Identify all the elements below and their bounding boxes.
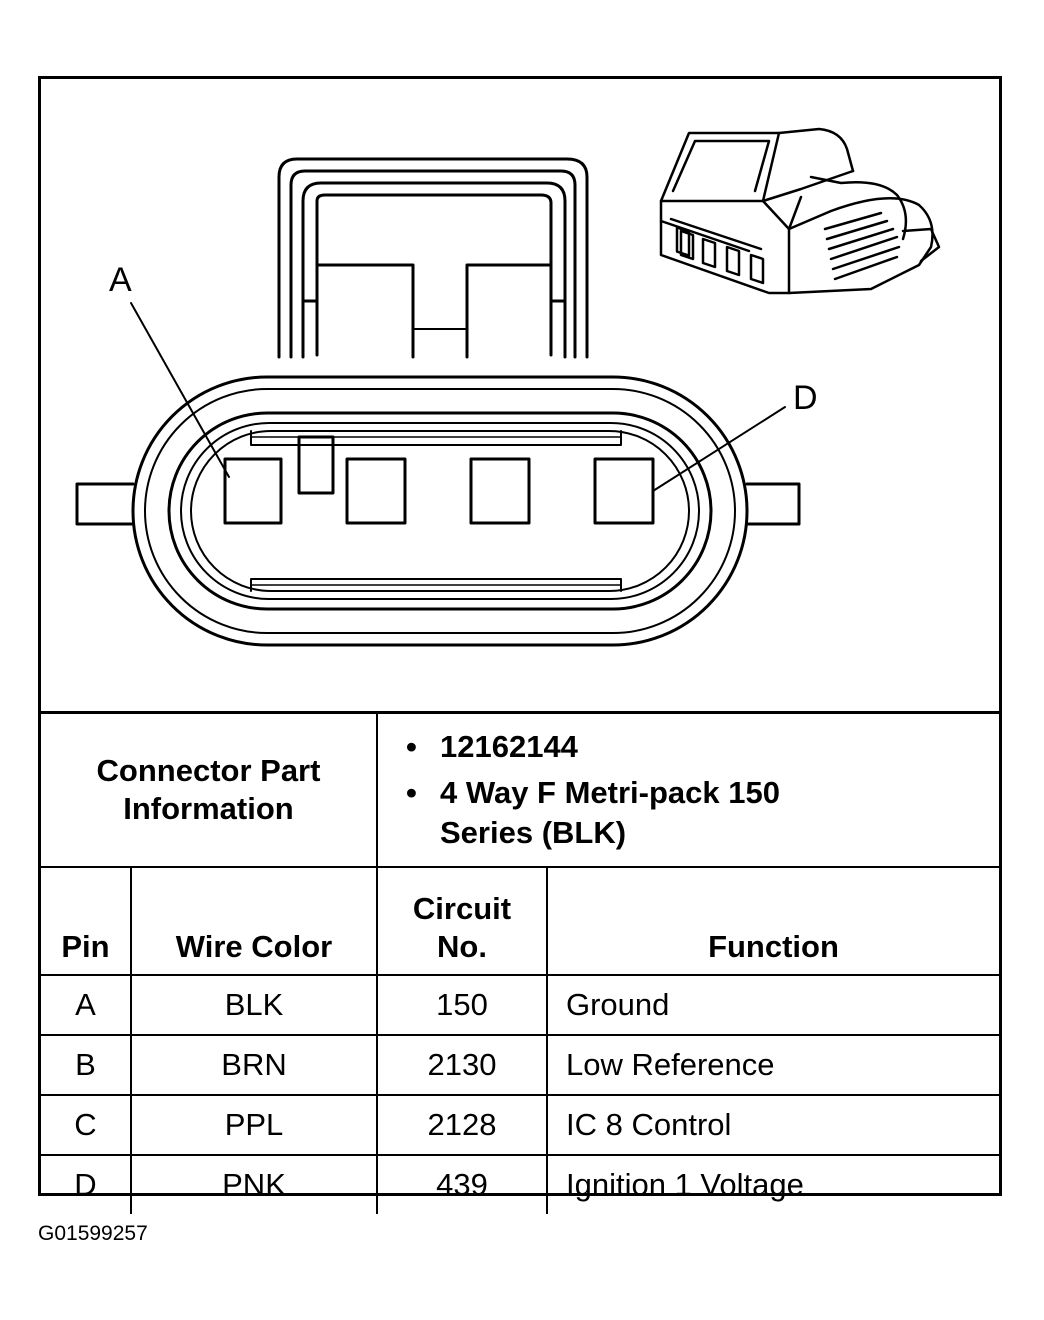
- pin-cell: B: [41, 1034, 132, 1096]
- pin-cell: A: [41, 974, 132, 1036]
- circuit-no-cell: 2128: [376, 1094, 548, 1156]
- function-cell: Ignition 1 Voltage: [546, 1154, 999, 1214]
- pin-cell: C: [41, 1094, 132, 1156]
- circuit-no-cell: 150: [376, 974, 548, 1036]
- figure-id: G01599257: [38, 1222, 148, 1245]
- callout-d: D: [793, 379, 818, 417]
- function-cell: Ground: [546, 974, 999, 1036]
- keying-post: [297, 435, 335, 495]
- wire-color-cell: PPL: [130, 1094, 378, 1156]
- leader-line-a: [130, 302, 230, 478]
- cavity-c: [469, 457, 531, 525]
- cavity-b: [345, 457, 407, 525]
- header-function: Function: [546, 866, 999, 976]
- function-cell: Low Reference: [546, 1034, 999, 1096]
- leader-line-d: [652, 406, 786, 492]
- wire-color-cell: BLK: [130, 974, 378, 1036]
- connector-perspective-view: [659, 127, 941, 295]
- connector-part-info-values: 12162144 4 Way F Metri-pack 150 Series (…: [376, 711, 999, 868]
- function-cell: IC 8 Control: [546, 1094, 999, 1156]
- callout-a: A: [109, 261, 132, 299]
- table-row: D PNK 439 Ignition 1 Voltage: [41, 1154, 999, 1214]
- cavity-d: [593, 457, 655, 525]
- header-wire-color: Wire Color: [130, 866, 378, 976]
- table-row: B BRN 2130 Low Reference: [41, 1034, 999, 1096]
- circuit-no-cell: 439: [376, 1154, 548, 1214]
- connector-figure-frame: A D: [38, 76, 1002, 1214]
- wire-color-cell: BRN: [130, 1034, 378, 1096]
- connector-part-info-label: Connector Part Information: [41, 711, 378, 868]
- circuit-no-cell: 2130: [376, 1034, 548, 1096]
- table-row: C PPL 2128 IC 8 Control: [41, 1094, 999, 1156]
- connector-description: 4 Way F Metri-pack 150 Series (BLK): [406, 773, 999, 853]
- cavity-a: [223, 457, 283, 525]
- locking-tab: [277, 157, 589, 359]
- header-circuit-no: Circuit No.: [376, 866, 548, 976]
- part-number: 12162144: [406, 727, 999, 767]
- connector-info-table: Connector Part Information 12162144 4 Wa…: [41, 711, 999, 1214]
- left-peg: [75, 482, 135, 526]
- table-row: A BLK 150 Ground: [41, 974, 999, 1036]
- connector-part-info-row: Connector Part Information 12162144 4 Wa…: [41, 711, 999, 868]
- wire-color-cell: PNK: [130, 1154, 378, 1214]
- right-peg: [745, 482, 801, 526]
- pin-cell: D: [41, 1154, 132, 1214]
- connector-housing: [131, 375, 749, 647]
- header-pin: Pin: [41, 866, 132, 976]
- connector-drawing: A D: [41, 79, 999, 711]
- pin-table-header: Pin Wire Color Circuit No. Function: [41, 866, 999, 976]
